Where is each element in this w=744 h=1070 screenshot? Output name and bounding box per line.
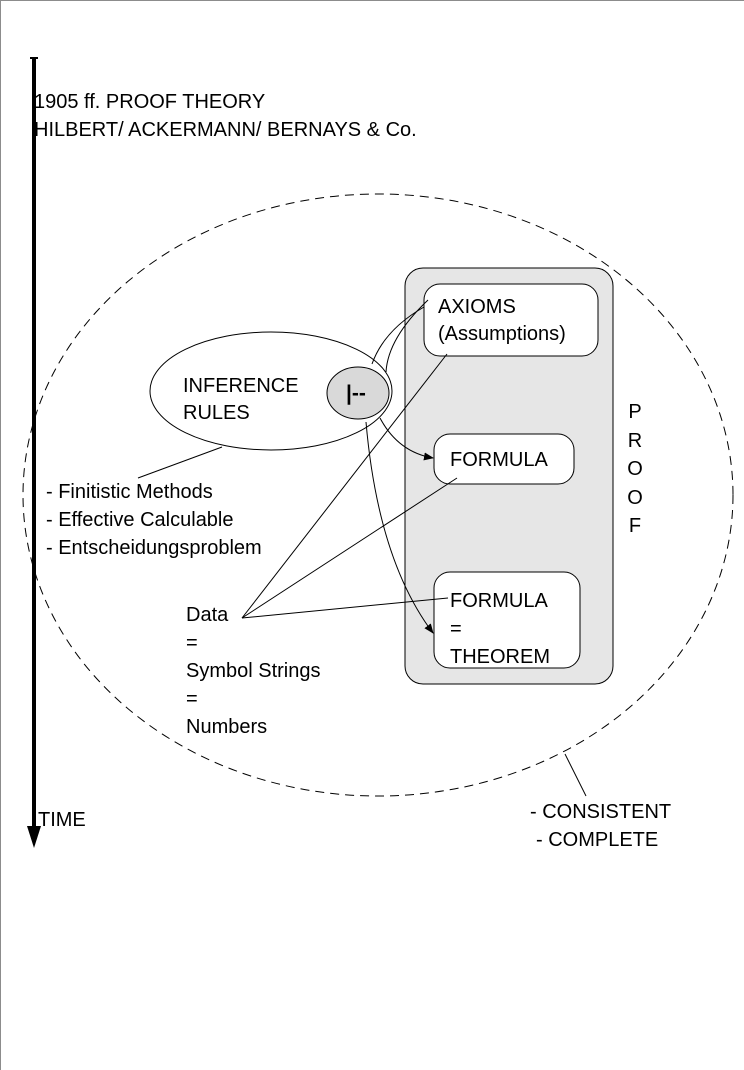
proof-vertical-label: P R O O F <box>626 398 644 541</box>
method-item-effective: - Effective Calculable <box>46 509 234 531</box>
numbers-label: Numbers <box>186 716 268 738</box>
header-title: 1905 ff. PROOF THEORY <box>34 91 266 113</box>
theorem-label: THEOREM <box>450 646 550 668</box>
turnstile-symbol: |-- <box>346 382 366 405</box>
method-item-entscheidung: - Entscheidungsproblem <box>46 537 262 559</box>
turnstile-ellipse <box>326 366 390 420</box>
header-authors: HILBERT/ ACKERMANN/ BERNAYS & Co. <box>34 119 417 141</box>
data-to-theorem-line <box>241 597 449 619</box>
symbol-strings-label: Symbol Strings <box>186 660 321 682</box>
axioms-label: AXIOMS <box>438 296 516 318</box>
methods-pointer-line <box>137 446 223 479</box>
rules-to-theorem-arrow <box>365 421 434 634</box>
inference-label-line2: RULES <box>183 402 250 424</box>
inference-rules-ellipse <box>149 331 393 451</box>
proof-letter: O <box>627 458 643 480</box>
theorem-equals-label: = <box>450 618 462 640</box>
properties-pointer-line <box>564 753 587 797</box>
data-to-formula-line <box>241 477 458 619</box>
property-complete: - COMPLETE <box>536 829 659 851</box>
data-to-axioms-line <box>241 353 448 619</box>
rules-to-formula-arrow <box>379 417 434 461</box>
axioms-box <box>423 283 599 357</box>
formula-box <box>433 433 575 485</box>
data-label: Data <box>186 604 229 626</box>
inference-label-line1: INFERENCE <box>183 375 299 397</box>
proof-letter: F <box>628 515 642 537</box>
consistency-ellipse <box>22 193 734 797</box>
property-consistent: - CONSISTENT <box>530 801 672 823</box>
formula-label: FORMULA <box>450 449 548 471</box>
proof-letter: P <box>628 401 642 423</box>
proof-letter: R <box>627 429 643 452</box>
time-label: TIME <box>38 809 86 831</box>
axioms-to-rules-curve-lower <box>385 299 429 373</box>
assumptions-label: (Assumptions) <box>438 323 566 345</box>
data-equals-2: = <box>186 688 198 710</box>
time-axis-arrowhead <box>27 826 41 848</box>
method-item-finitistic: - Finitistic Methods <box>46 481 213 503</box>
theorem-formula-label: FORMULA <box>450 590 548 612</box>
theorem-box <box>433 571 581 669</box>
proof-letter: O <box>627 486 643 509</box>
data-equals-1: = <box>186 632 198 654</box>
